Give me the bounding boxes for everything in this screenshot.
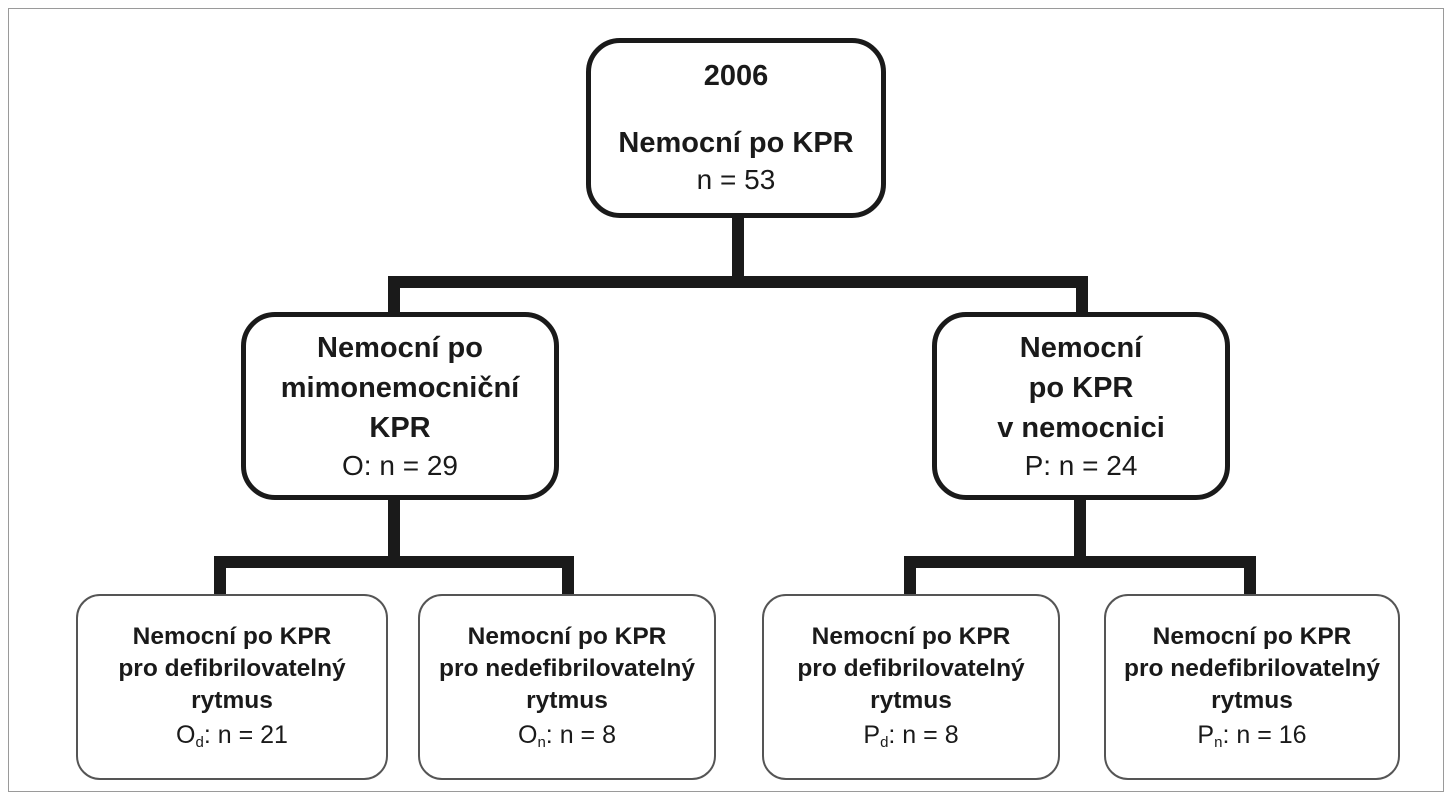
count-value: : n = 21	[203, 721, 288, 749]
node-label-line: rytmus	[191, 687, 273, 714]
node-label-line: Nemocní po KPR	[1152, 623, 1352, 650]
node-label-line: pro nedefibrilovatelný	[1124, 655, 1380, 682]
node-label-line: Nemocní po KPR	[811, 623, 1011, 650]
node-label-line: Nemocní	[1019, 332, 1143, 364]
node-count: P: n = 24	[1024, 450, 1138, 481]
node-label-line: rytmus	[870, 687, 952, 714]
node-label-line: pro defibrilovatelný	[118, 655, 346, 682]
node-count: Pn: n = 16	[1197, 717, 1306, 753]
node-label-line: v nemocnici	[997, 412, 1165, 444]
leaf-node-out-defibrillable: Nemocní po KPR pro defibrilovatelný rytm…	[76, 594, 388, 780]
node-label-line: rytmus	[1211, 687, 1293, 714]
node-label-line: Nemocní po KPR	[467, 623, 667, 650]
node-label-line: Nemocní po	[317, 332, 483, 364]
node-label-line: rytmus	[526, 687, 608, 714]
count-value: : n = 8	[888, 721, 959, 749]
root-node: 2006 Nemocní po KPR n = 53	[586, 38, 886, 218]
node-count: Pd: n = 8	[863, 717, 958, 753]
count-letter: O	[176, 721, 196, 749]
leaf-node-in-defibrillable: Nemocní po KPR pro defibrilovatelný rytm…	[762, 594, 1060, 780]
node-label-line: po KPR	[1028, 372, 1134, 404]
count-value: : n = 16	[1222, 721, 1307, 749]
root-count: n = 53	[696, 164, 776, 195]
node-label-line: pro nedefibrilovatelný	[439, 655, 695, 682]
node-label-line: pro defibrilovatelný	[797, 655, 1025, 682]
count-letter: P	[1197, 721, 1215, 749]
count-value: : n = 8	[545, 721, 616, 749]
node-count: On: n = 8	[518, 717, 616, 753]
node-label-line: Nemocní po KPR	[132, 623, 332, 650]
node-label-line: KPR	[369, 412, 431, 444]
root-title: Nemocní po KPR	[618, 127, 854, 159]
count-subscript: d	[880, 734, 889, 751]
out-of-hospital-node: Nemocní po mimonemocniční KPR O: n = 29	[241, 312, 559, 500]
count-subscript: d	[195, 734, 204, 751]
count-subscript: n	[1214, 734, 1223, 751]
count-letter: P	[863, 721, 881, 749]
node-count: O: n = 29	[342, 450, 458, 481]
figure-frame	[8, 8, 1444, 792]
leaf-node-out-non-defibrillable: Nemocní po KPR pro nedefibrilovatelný ry…	[418, 594, 716, 780]
root-year: 2006	[703, 60, 769, 92]
count-letter: O	[518, 721, 538, 749]
node-count: Od: n = 21	[176, 717, 288, 753]
in-hospital-node: Nemocní po KPR v nemocnici P: n = 24	[932, 312, 1230, 500]
leaf-node-in-non-defibrillable: Nemocní po KPR pro nedefibrilovatelný ry…	[1104, 594, 1400, 780]
count-subscript: n	[537, 734, 546, 751]
node-label-line: mimonemocniční	[280, 372, 520, 404]
